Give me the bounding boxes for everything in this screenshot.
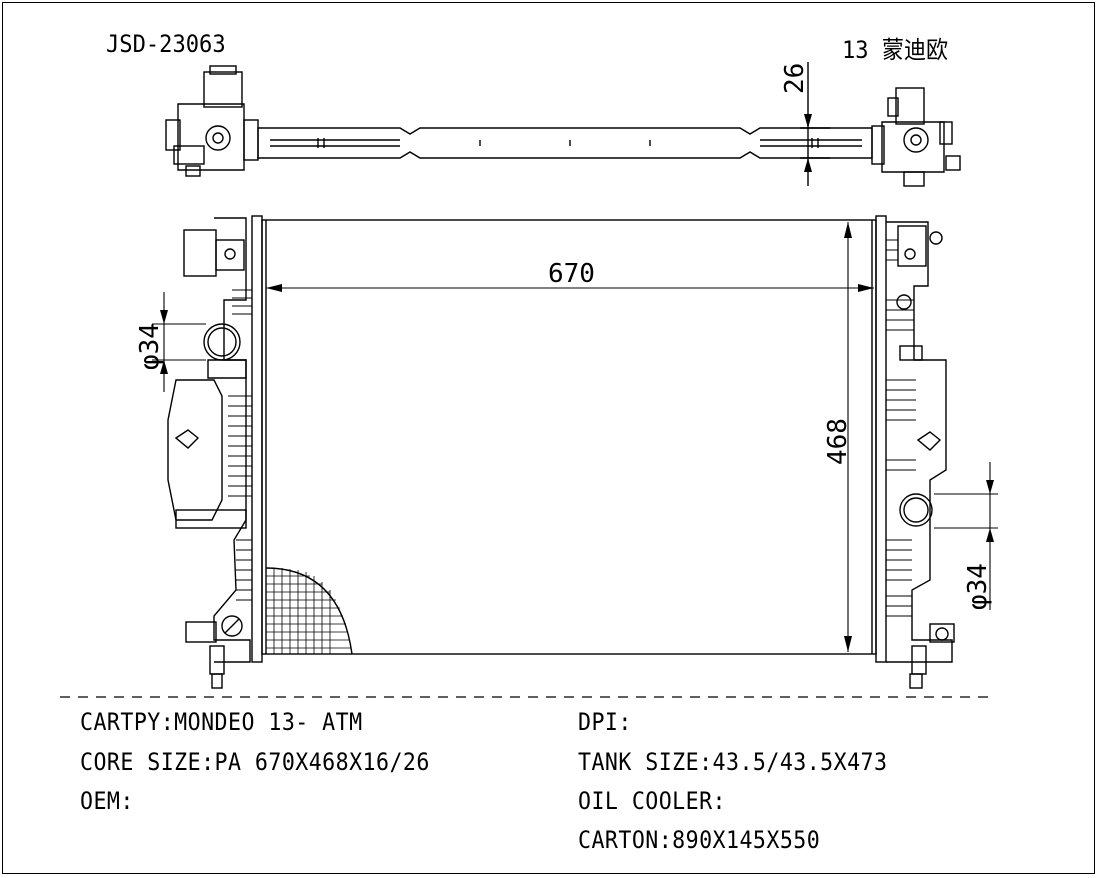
spec-core-size: CORE SIZE:PA 670X468X16/26 — [80, 748, 430, 776]
dim-core-width: 670 — [548, 259, 595, 289]
dim-core-height: 468 — [823, 418, 853, 465]
dim-thickness: 26 — [780, 63, 810, 94]
part-number: JSD-23063 — [106, 30, 226, 58]
dim-outlet-diameter: φ34 — [963, 563, 993, 610]
top-view — [165, 62, 961, 187]
dim-inlet-diameter: φ34 — [135, 323, 165, 370]
spec-cartpy: CARTPY:MONDEO 13- ATM — [80, 708, 363, 736]
spec-carton: CARTON:890X145X550 — [578, 826, 821, 854]
model-note: 13 蒙迪欧 — [842, 36, 949, 64]
spec-tank-size: TANK SIZE:43.5/43.5X473 — [578, 748, 888, 776]
dimension-lines — [152, 222, 998, 652]
front-view — [167, 215, 955, 689]
spec-oem: OEM: — [80, 787, 134, 815]
spec-oil-cooler: OIL COOLER: — [578, 787, 727, 815]
spec-dpi: DPI: — [578, 708, 632, 736]
